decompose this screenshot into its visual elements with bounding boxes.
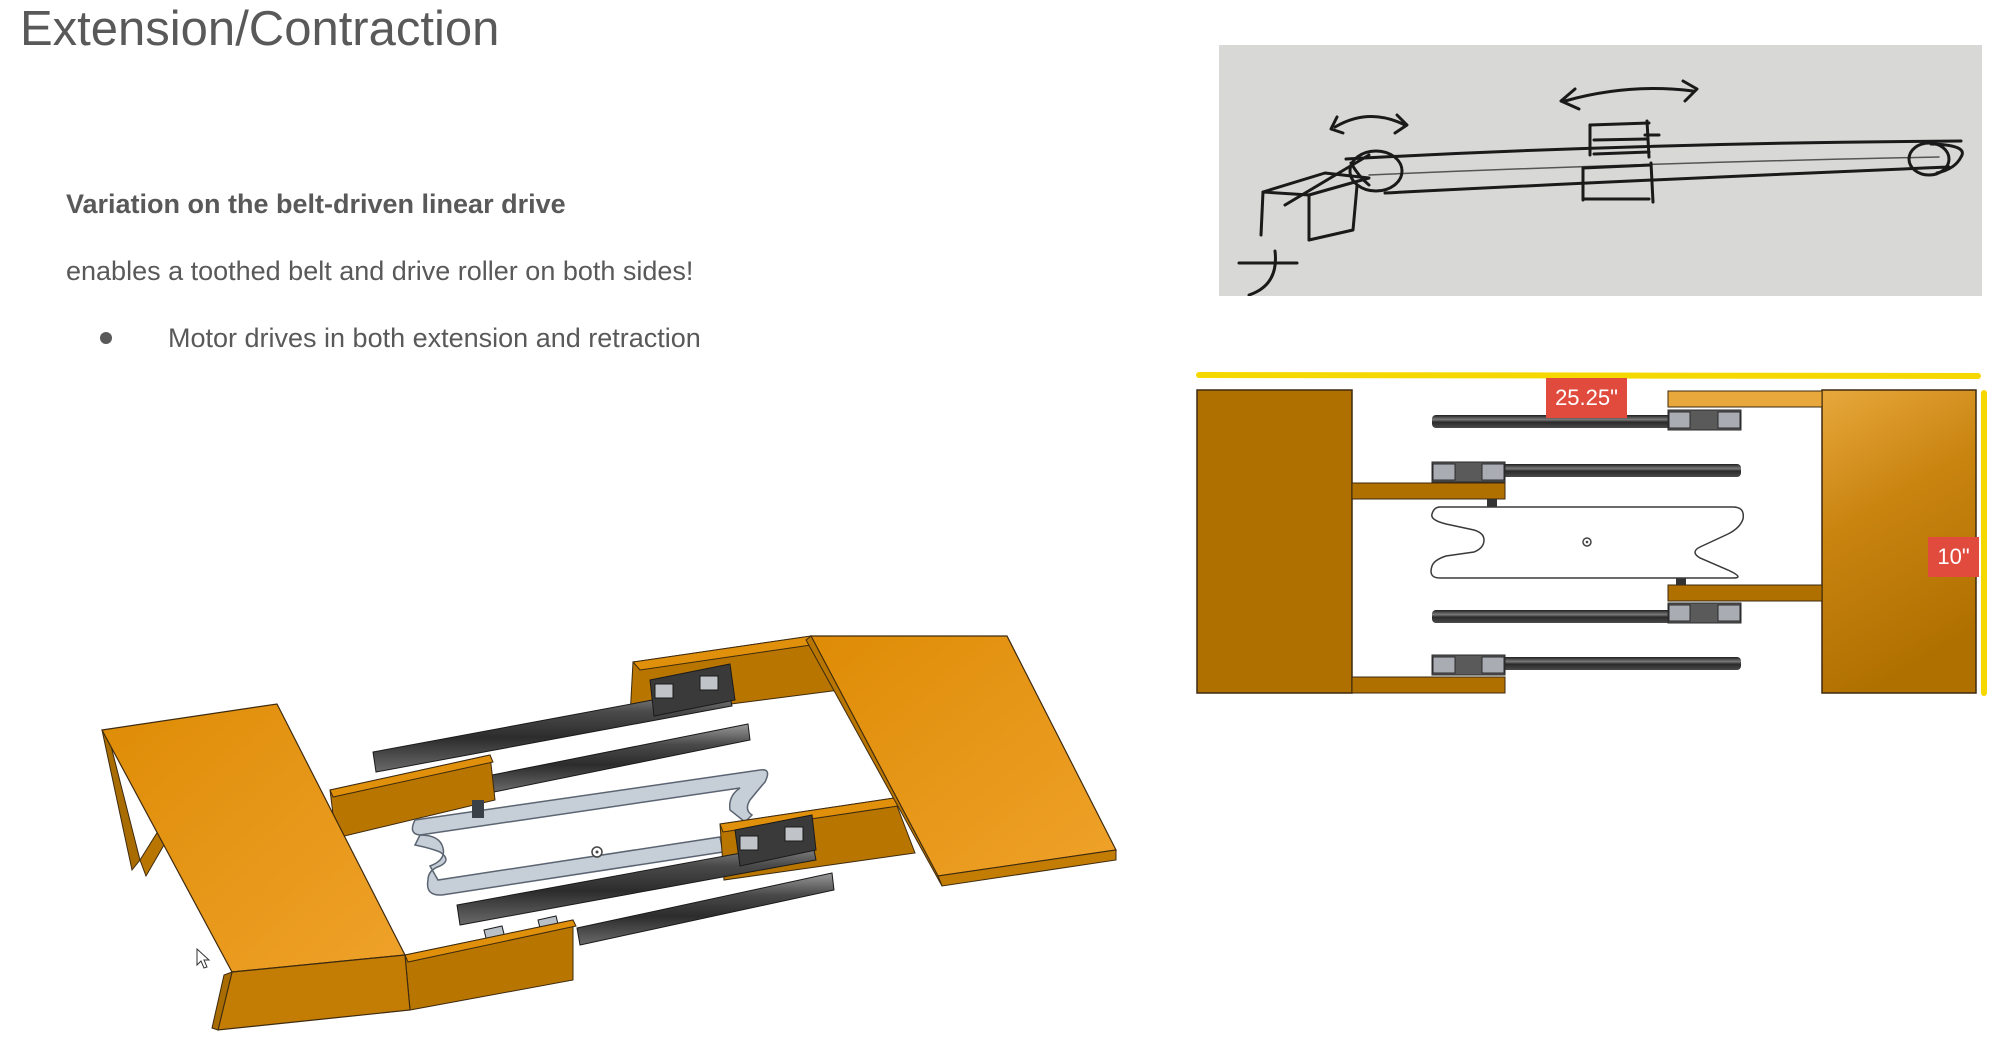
- bullet-list-item: Motor drives in both extension and retra…: [100, 322, 701, 354]
- isometric-frame-icon: [101, 635, 1117, 1031]
- sketch-image: [1219, 45, 1982, 296]
- bullet-icon: [100, 332, 112, 344]
- slide-title: Extension/Contraction: [20, 2, 500, 56]
- bullet-text: Motor drives in both extension and retra…: [168, 323, 701, 353]
- subtitle-bold: Variation on the belt-driven linear driv…: [66, 189, 566, 219]
- top-view-cad-icon: [1196, 372, 1987, 696]
- height-dimension-label: 10": [1928, 537, 1979, 577]
- mouse-pointer-icon: [196, 948, 212, 970]
- body-line: enables a toothed belt and drive roller …: [66, 256, 694, 286]
- isometric-cad-render: [90, 620, 1130, 1039]
- hand-sketch-icon: [1219, 45, 1982, 296]
- top-view-drawing: 25.25" 10": [1190, 368, 2000, 708]
- width-dimension-label: 25.25": [1546, 378, 1627, 418]
